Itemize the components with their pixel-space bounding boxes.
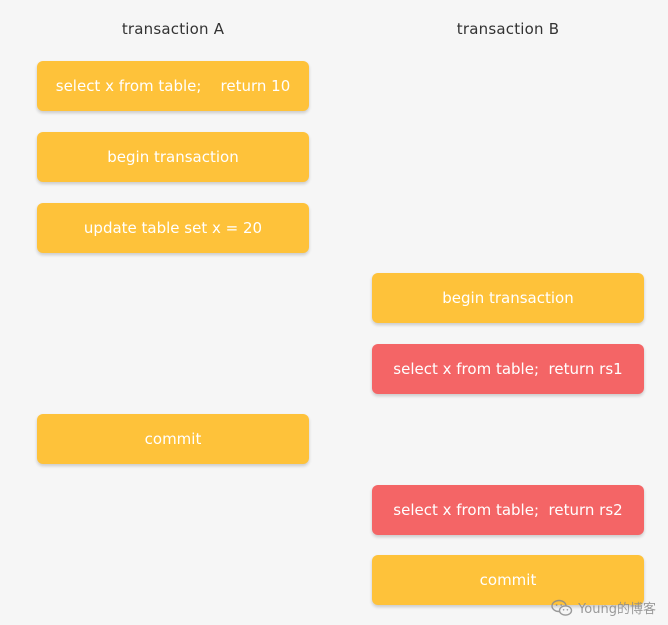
b-step-select-rs2: select x from table; return rs2 xyxy=(372,485,644,535)
a-step-begin: begin transaction xyxy=(37,132,309,182)
transaction-a-title: transaction A xyxy=(121,20,225,38)
transaction-b-title: transaction B xyxy=(456,20,560,38)
wechat-icon xyxy=(551,599,573,617)
b-step-select-rs1: select x from table; return rs1 xyxy=(372,344,644,394)
a-step-select: select x from table; return 10 xyxy=(37,61,309,111)
watermark: Young的博客 xyxy=(551,598,656,617)
watermark-text: Young的博客 xyxy=(578,602,656,617)
a-step-commit: commit xyxy=(37,414,309,464)
a-step-update: update table set x = 20 xyxy=(37,203,309,253)
b-step-commit: commit xyxy=(372,555,644,605)
b-step-begin: begin transaction xyxy=(372,273,644,323)
